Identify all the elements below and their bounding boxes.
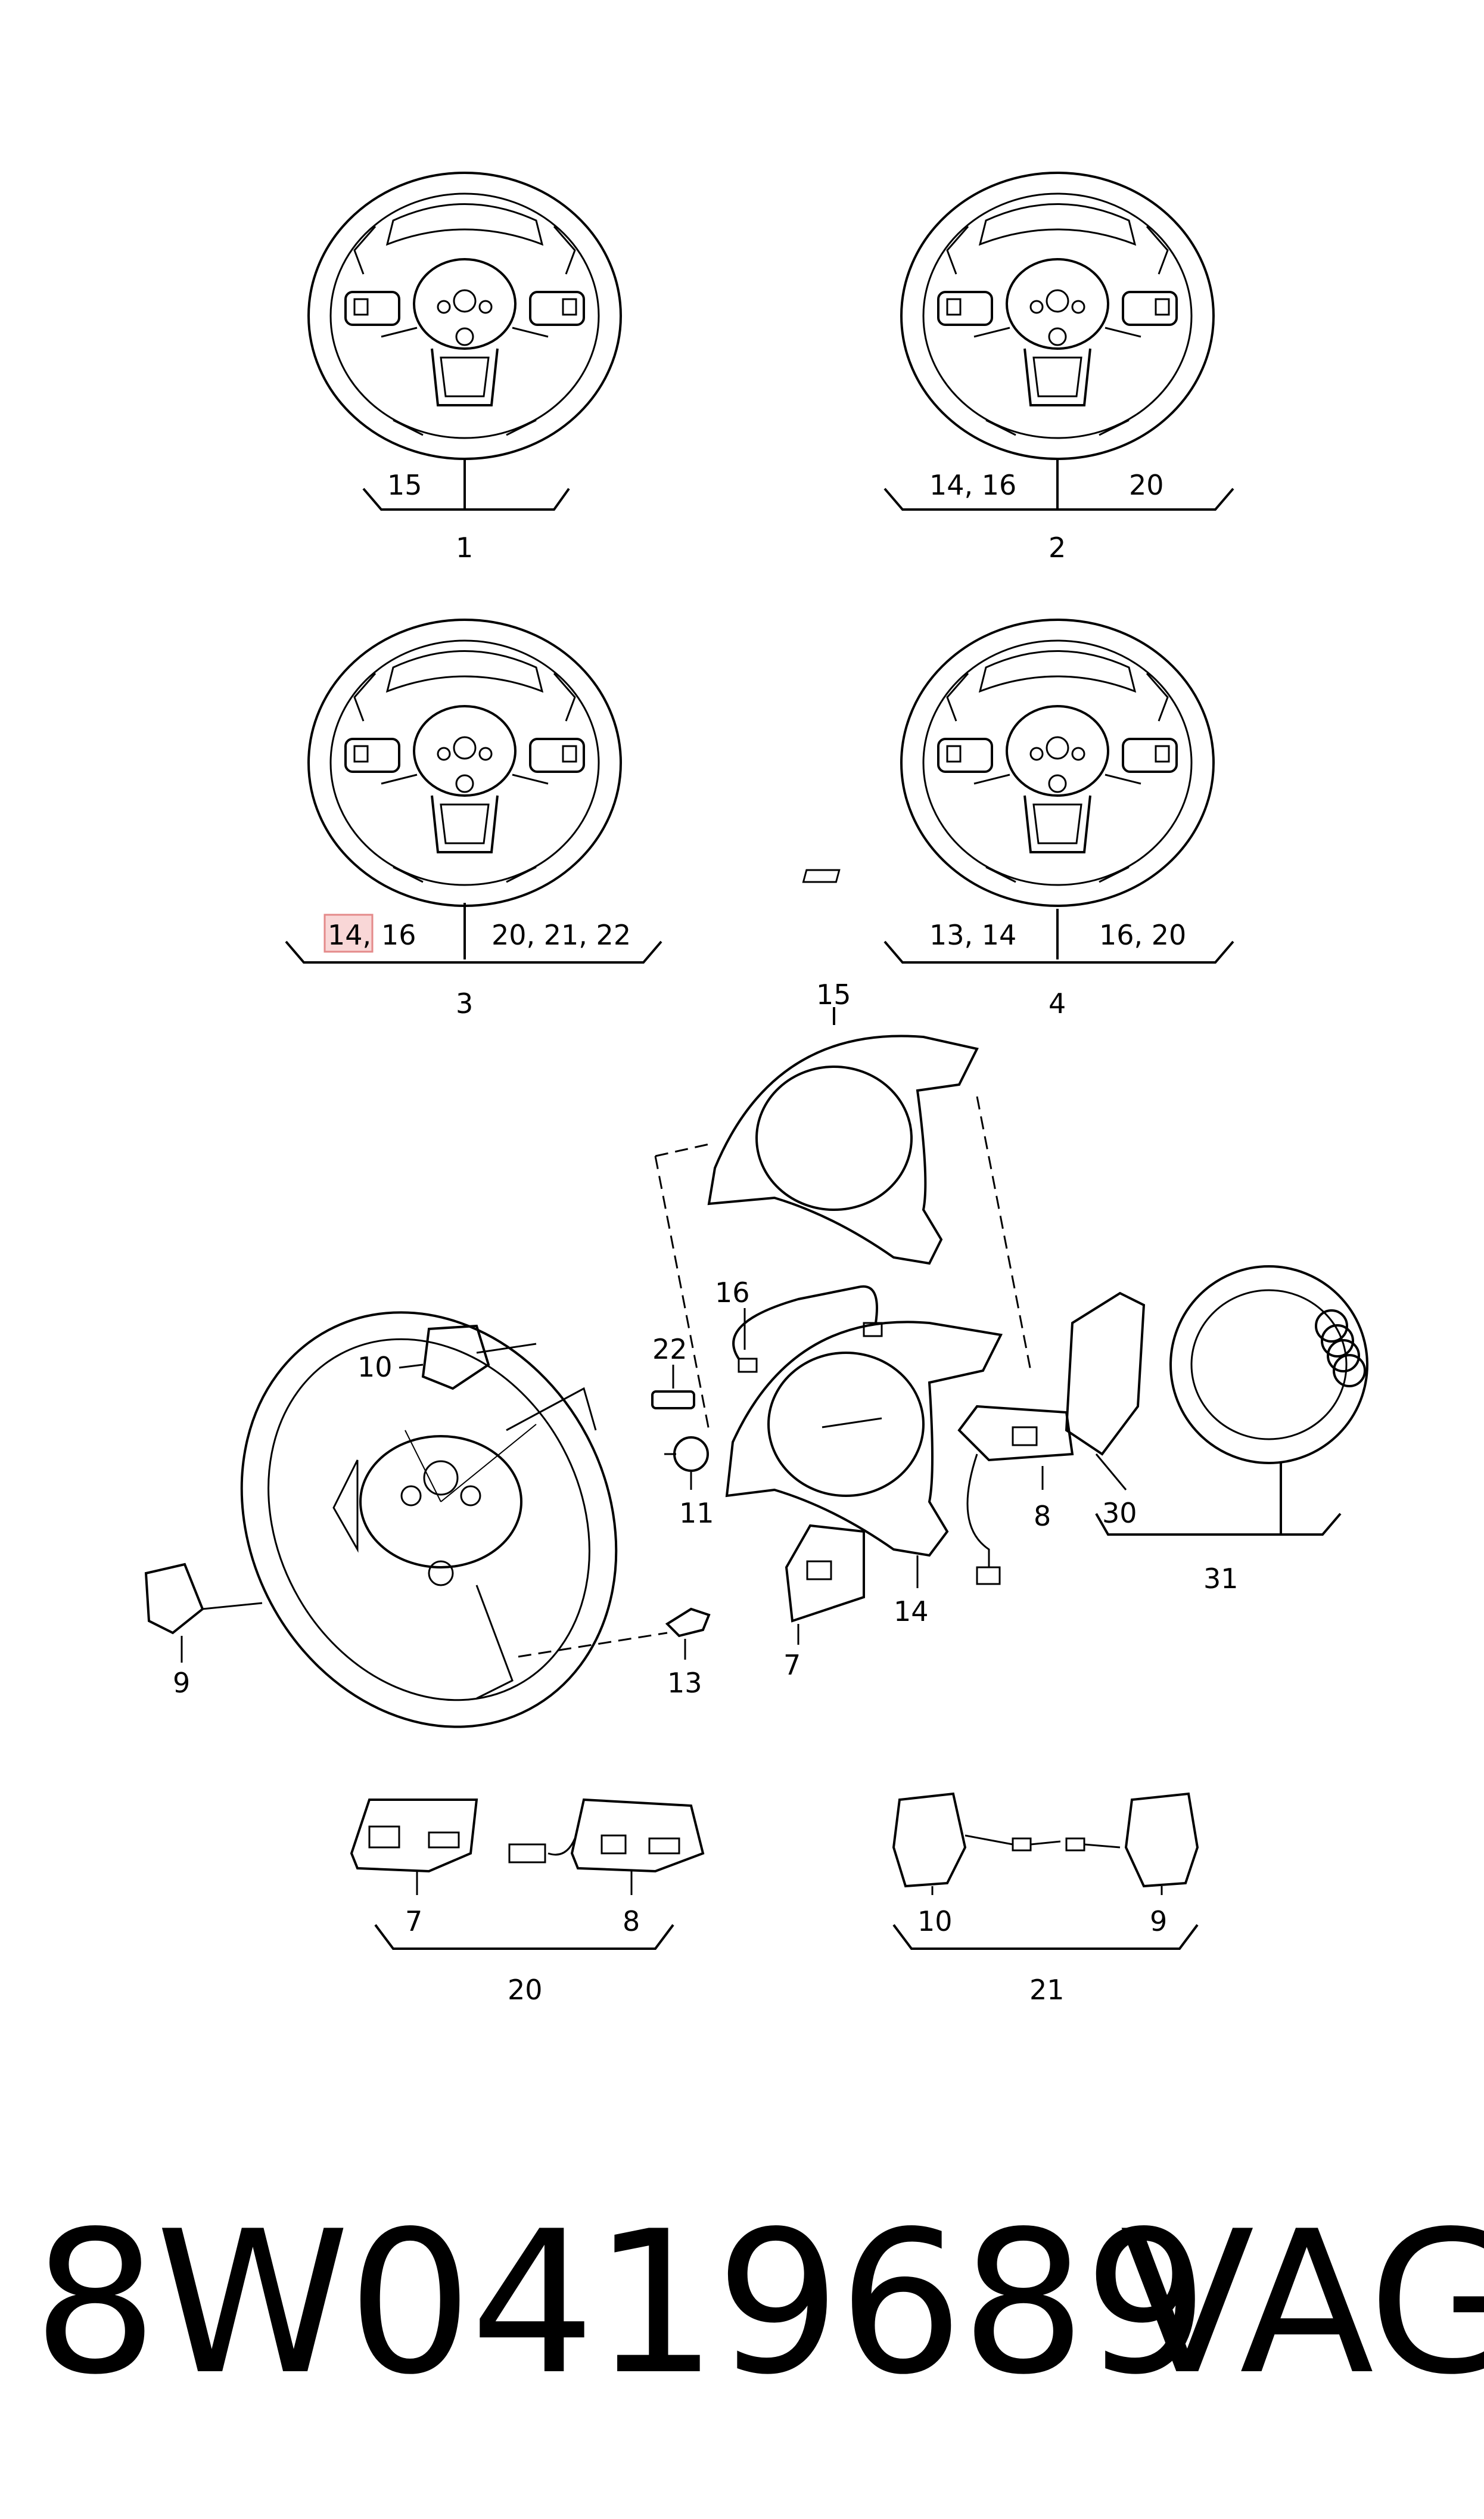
- part-11-bolt: 11: [664, 1436, 714, 1529]
- four-rings-logo-icon: [1315, 1309, 1366, 1387]
- part-14-trim: 14: [725, 1321, 1003, 1627]
- set-21-part-10: 10: [917, 1905, 953, 1937]
- label-11: 11: [679, 1497, 714, 1529]
- wheel-1-number: 1: [456, 532, 473, 564]
- part-31-airbag: 31: [1095, 1265, 1368, 1595]
- wheel-3-label-left: 16: [381, 919, 416, 951]
- wheel-3-label-highlight: 14,: [328, 919, 371, 951]
- set-21-part-9: 9: [1150, 1905, 1167, 1937]
- wheel-4-label-right: 16, 20: [1099, 919, 1186, 951]
- label-14: 14: [894, 1595, 929, 1627]
- set-21-number: 21: [1029, 1974, 1065, 2006]
- wheel-2-number: 2: [1049, 532, 1066, 564]
- steering-wheel-3: 14, 16 20, 21, 22 3: [285, 619, 662, 1020]
- rs-badge-icon: [802, 869, 841, 883]
- wheel-4-label-left: 13, 14: [929, 919, 1016, 951]
- part-16-cable: 16: [715, 1276, 883, 1373]
- part-9-paddle: 9: [144, 1563, 263, 1699]
- part-10-paddle: 10: [357, 1324, 537, 1390]
- label-31: 31: [1203, 1563, 1239, 1595]
- brand-name: VAG: [1120, 2189, 1484, 2418]
- label-13: 13: [667, 1667, 702, 1699]
- exploded-steering-wheel: [240, 1311, 618, 1728]
- part-22-screw: 22: [651, 1333, 695, 1409]
- wheel-1-label-left: 15: [387, 469, 422, 501]
- label-16: 16: [715, 1276, 750, 1309]
- set-20: 7 8 20: [350, 1798, 705, 2006]
- part-13-button: 13: [518, 1607, 711, 1699]
- label-30: 30: [1102, 1497, 1137, 1529]
- part-7-switch: 7: [783, 1524, 865, 1681]
- set-21: 10 9 21: [892, 1792, 1199, 2006]
- steering-wheel-2: 14, 16 20 2: [883, 172, 1234, 564]
- wheel-2-label-left: 14, 16: [929, 469, 1016, 501]
- part-15-trim: 15: [654, 979, 1032, 1431]
- wheel-3-number: 3: [456, 987, 473, 1020]
- label-15: 15: [816, 979, 851, 1011]
- part-8-switch: 8: [957, 1405, 1074, 1585]
- steering-wheel-1: 15 1: [307, 172, 622, 564]
- set-20-number: 20: [508, 1974, 543, 2006]
- set-20-part-7: 7: [405, 1905, 422, 1937]
- set-20-part-8: 8: [623, 1905, 640, 1937]
- wheel-4-number: 4: [1049, 987, 1066, 1020]
- label-9: 9: [173, 1667, 190, 1699]
- label-10: 10: [357, 1351, 393, 1383]
- steering-wheel-4: 13, 14 16, 20 4: [802, 619, 1234, 1020]
- part-number: 8W0419689: [33, 2189, 1209, 2418]
- wheel-2-label-right: 20: [1129, 469, 1164, 501]
- part-30-module: 30: [1065, 1291, 1146, 1529]
- label-8: 8: [1034, 1500, 1051, 1532]
- wheel-3-label-right: 20, 21, 22: [491, 919, 631, 951]
- label-22: 22: [652, 1333, 687, 1365]
- highlight-box: [323, 914, 374, 953]
- label-7: 7: [783, 1649, 801, 1681]
